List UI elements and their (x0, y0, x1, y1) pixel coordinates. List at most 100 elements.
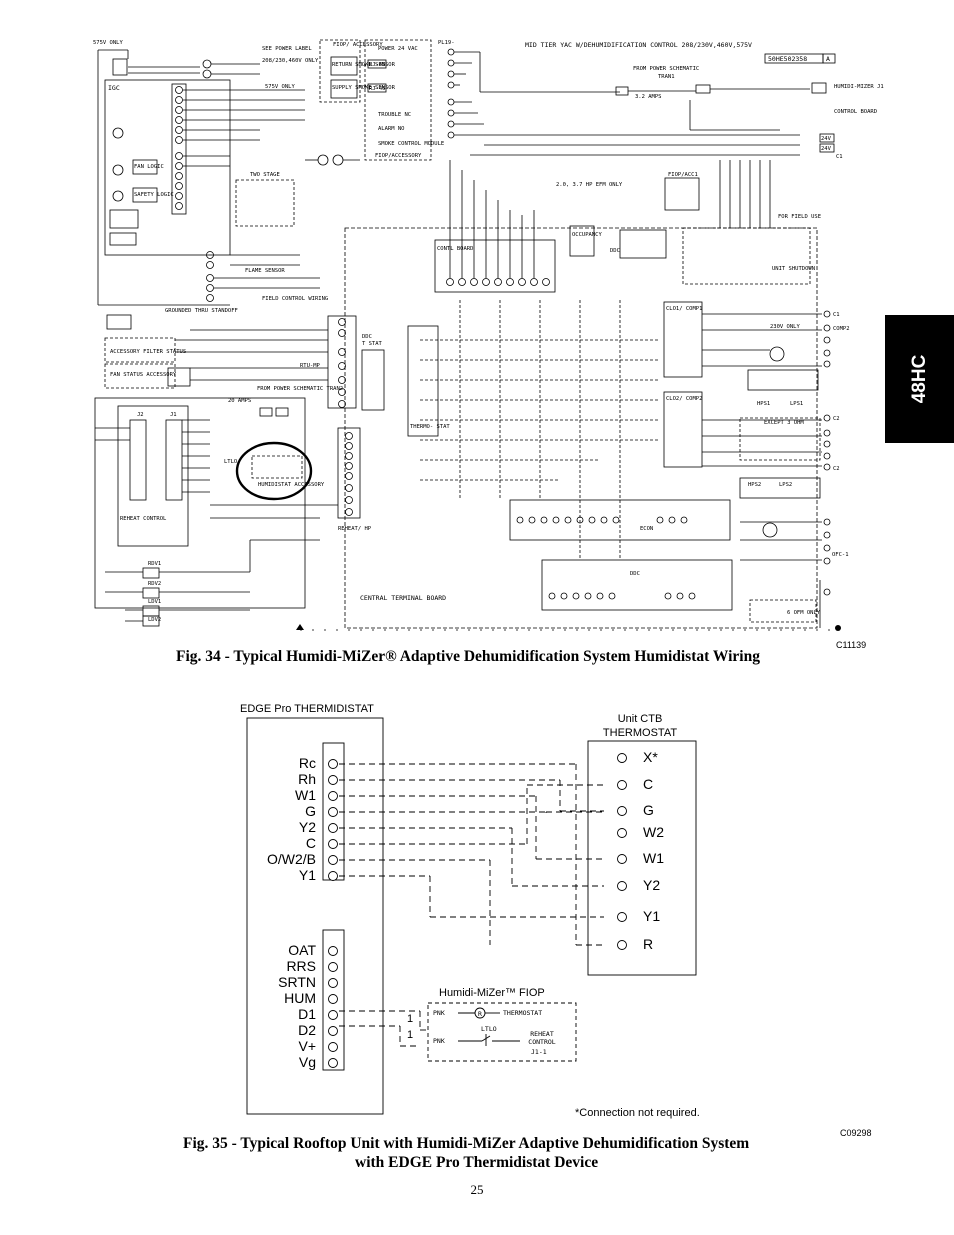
edge-bottom-label-7: V+ (298, 1038, 316, 1054)
igc-gvr-icon (112, 190, 124, 202)
fiop-thermostat-label: THERMOSTAT (503, 1009, 543, 1017)
edge-bottom-terminal-3 (328, 978, 338, 988)
edge-top-terminal-3 (328, 791, 338, 801)
edge-top-terminal-5 (328, 823, 338, 833)
label-return-smoke: RETURN SMOKE SENSOR (332, 62, 396, 68)
edge-pro-title: EDGE Pro THERMIDISTAT (240, 703, 374, 715)
label-hps1: HPS1 (757, 401, 770, 407)
edge-top-terminal-7 (328, 855, 338, 865)
ctb-label-8: R (643, 936, 654, 952)
right-edge-terminals (823, 310, 831, 596)
label-fan-status-accessory: FAN STATUS ACCESSORY (110, 372, 177, 378)
label-pl19: PL19- (438, 40, 455, 46)
ctb-label-4: W2 (643, 824, 664, 840)
fig35-caption-line2: with EDGE Pro Thermidistat Device (355, 1154, 599, 1171)
safety-logic-box (132, 187, 158, 203)
edge-bottom-terminal-6 (328, 1026, 338, 1036)
wiring-paths (339, 763, 604, 1047)
edge-top-label-2: Rh (298, 771, 316, 787)
label-j2: J2 (137, 412, 144, 418)
fiop-pnk-bottom: PNK (433, 1037, 445, 1045)
label-hps2: HPS2 (748, 482, 761, 488)
edge-top-label-8: Y1 (298, 867, 316, 883)
label-comp2: COMP2 (833, 326, 850, 332)
fig35-caption-line1: Fig. 35 - Typical Rooftop Unit with Humi… (183, 1135, 750, 1152)
edge-bottom-terminal-2 (328, 962, 338, 972)
label-fiop-accessory-2: FIOP/ACCESSORY (375, 153, 422, 159)
label-igc: IGC (108, 84, 120, 92)
label-3-2-amps: 3.2 AMPS (635, 94, 662, 100)
label-safety-logic: SAFETY LOGIC (134, 192, 174, 198)
edge-top-label-5: Y2 (298, 819, 316, 835)
ctb-terminal-3 (617, 806, 627, 816)
rev-letter: A (826, 55, 830, 63)
humidi-mizer-fiop-box (427, 1002, 577, 1062)
label-humidistat-accessory: HUMIDISTAT ACCESSORY (258, 482, 325, 488)
label-fiop-acc1: FIOP/ACC1 (668, 172, 698, 178)
label-clo1: CLO1/ COMP1 (666, 306, 702, 312)
label-lps2: LPS2 (779, 482, 792, 488)
edge-bottom-terminal-4 (328, 994, 338, 1004)
label-supply-smoke: SUPPLY SMOKE SENSOR (332, 85, 396, 91)
ground-triangle-icon (296, 624, 304, 630)
label-econ: ECON (640, 526, 653, 532)
igc-terminals (175, 86, 183, 210)
label-c1-a: C1 (836, 154, 843, 160)
label-see-power: SEE POWER LABEL (262, 46, 312, 52)
section-tab: 48HC (885, 315, 954, 443)
ctb-label-3: G (643, 802, 654, 818)
clo1-comp1-block (663, 301, 703, 378)
fiop-pnk-top: PNK (433, 1009, 445, 1017)
ctb-terminal-7 (617, 912, 627, 922)
label-grounded: GROUNDED THRU STANDOFF (165, 308, 238, 314)
label-tstat: T STAT (362, 341, 383, 347)
label-for-field-use: FOR FIELD USE (778, 214, 821, 220)
ctb-terminal-1 (617, 753, 627, 763)
edge-bottom-label-6: D2 (298, 1022, 316, 1038)
label-fan-logic: FAN LOGIC (134, 164, 164, 170)
wire-mark-2: 1 (407, 1029, 414, 1041)
smoke-control-module (364, 39, 432, 161)
ctb-label-6: Y2 (643, 877, 661, 893)
ctb-label-5: W1 (643, 850, 664, 866)
rev-box (822, 53, 836, 64)
page-number: 25 (470, 1182, 484, 1197)
fiop-title: Humidi-MiZer™ FIOP (439, 987, 545, 999)
label-flame-sensor: FLAME SENSOR (245, 268, 285, 274)
label-rj45-b: RJ-45 (369, 86, 386, 92)
ctb-label-1: X* (643, 749, 658, 765)
label-24v-b: 24V (821, 146, 832, 152)
edge-top-label-3: W1 (295, 787, 316, 803)
edge-top-terminal-4 (328, 807, 338, 817)
ddc-tstat-terminals (338, 318, 346, 408)
label-control-board: CONTROL BOARD (834, 109, 877, 115)
label-c2-a: C2 (833, 416, 840, 422)
clo2-comp2-block (663, 391, 703, 468)
label-clo2: CLO2/ COMP2 (666, 396, 702, 402)
fig35-wiring-diagram (246, 717, 697, 1115)
edge-bottom-terminal-8 (328, 1058, 338, 1068)
label-ddc-bottom: DDC (630, 571, 640, 577)
fig35-code: C09298 (840, 1128, 872, 1138)
reheat-valves: RDV1 RDV2 LDV1 LDV2 (142, 561, 161, 627)
edge-bottom-label-5: D1 (298, 1006, 316, 1022)
edge-pro-box (246, 717, 384, 1115)
label-208-only: 208/230,460V ONLY (262, 58, 319, 64)
fig34-caption: Fig. 34 - Typical Humidi-MiZer® Adaptive… (176, 648, 760, 665)
fiop-r-label: R (478, 1010, 482, 1018)
highlight-circle (235, 441, 313, 501)
label-from-power-schematic: FROM POWER SCHEMATIC (633, 66, 699, 72)
ground-dot-icon (835, 625, 841, 631)
label-from-power-tran2: FROM POWER SCHEMATIC TRAN2 (257, 386, 343, 392)
ctb-terminal-4 (617, 828, 627, 838)
fig34-title: MID TIER YAC W/DEHUMIDIFICATION CONTROL … (525, 41, 752, 49)
label-ldv1: LDV1 (148, 599, 161, 605)
fiop-reheat-control-label: REHEAT CONTROL (528, 1030, 556, 1046)
connection-note: *Connection not required. (575, 1107, 700, 1119)
label-conti-board: CONTL BOARD (437, 246, 473, 252)
reheat-control-board (117, 405, 189, 547)
label-575v-only-b: 575V ONLY (265, 84, 295, 90)
reheat-hp-terminals (345, 432, 353, 516)
label-c2-b: C2 (833, 466, 840, 472)
